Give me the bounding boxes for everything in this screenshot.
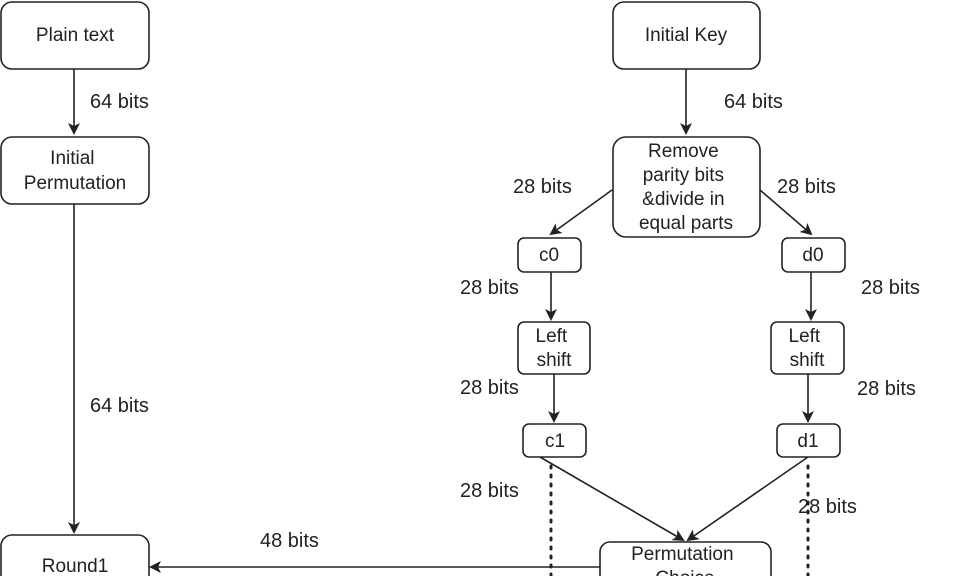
remove-line-4: equal parts [639, 213, 733, 234]
node-c1-label: c1 [545, 431, 565, 452]
node-left-shift-d-label: Left shift [789, 326, 826, 371]
label-remove-to-c0: 28 bits [513, 176, 572, 198]
node-initial-key: Initial Key [612, 1, 761, 70]
edge-c1-to-pc [539, 456, 685, 542]
edge-d1-to-pc [686, 456, 809, 542]
node-left-shift-c: Left shift [517, 321, 591, 375]
label-key-to-remove: 64 bits [724, 91, 783, 113]
node-round1-label: Round1 [42, 556, 109, 576]
node-initial-permutation: Initial Permutation [0, 136, 150, 205]
label-pc-to-round1: 48 bits [260, 530, 319, 552]
label-remove-to-d0: 28 bits [777, 176, 836, 198]
left-shift-d-line-1: Left [789, 326, 821, 347]
node-d0: d0 [781, 237, 846, 273]
node-left-shift-d: Left shift [770, 321, 845, 375]
node-initial-key-label: Initial Key [645, 25, 728, 46]
left-shift-d-line-2: shift [790, 350, 826, 371]
node-remove-parity: Remove parity bits &divide in equal part… [612, 136, 761, 238]
label-d1-down: 28 bits [798, 496, 857, 518]
remove-line-3: &divide in [642, 189, 724, 210]
left-shift-c-line-1: Left [536, 326, 568, 347]
label-shift-to-c1: 28 bits [460, 377, 519, 399]
node-d1: d1 [776, 423, 841, 458]
label-plain-to-ip: 64 bits [90, 91, 149, 113]
node-initial-permutation-label: Initial Permutation [24, 148, 126, 194]
node-permutation-choice: Permutation Choice [599, 541, 772, 576]
pc-line-1: Permutation [631, 544, 733, 565]
remove-line-2: parity bits [643, 165, 724, 186]
label-ip-to-round1: 64 bits [90, 395, 149, 417]
pc-line-2: Choice [655, 568, 714, 576]
left-shift-c-line-2: shift [537, 350, 573, 371]
node-c0-label: c0 [539, 245, 559, 266]
node-remove-parity-label: Remove parity bits &divide in equal part… [639, 141, 733, 234]
label-d0-to-shift: 28 bits [861, 277, 920, 299]
edge-remove-to-c0 [549, 189, 613, 236]
label-c1-down: 28 bits [460, 480, 519, 502]
ip-line-1: Initial [50, 148, 94, 169]
node-d1-label: d1 [797, 431, 818, 452]
label-shift-to-d1: 28 bits [857, 378, 916, 400]
label-c0-to-shift: 28 bits [460, 277, 519, 299]
node-round1: Round1 [0, 534, 150, 576]
node-c1: c1 [522, 423, 587, 458]
edges [68, 69, 817, 576]
node-permutation-choice-label: Permutation Choice [631, 544, 739, 576]
node-plain-text: Plain text [0, 1, 150, 70]
node-left-shift-c-label: Left shift [536, 326, 573, 371]
node-c0: c0 [517, 237, 582, 273]
remove-line-1: Remove [648, 141, 719, 162]
edge-labels: 64 bits 64 bits 28 bits 28 bits 28 bits … [90, 91, 920, 552]
edge-remove-to-d0 [759, 189, 813, 236]
node-d0-label: d0 [802, 245, 823, 266]
node-plain-text-label: Plain text [36, 25, 115, 46]
ip-line-2: Permutation [24, 173, 126, 194]
